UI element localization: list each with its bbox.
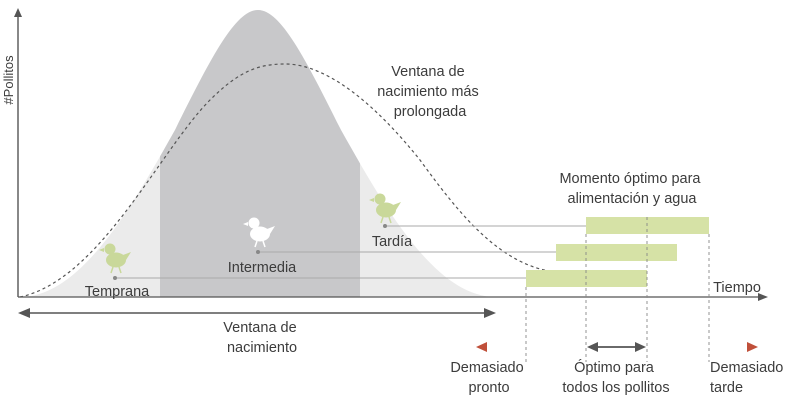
dot-intermediate — [256, 250, 260, 254]
dot-late — [383, 224, 387, 228]
label-intermediate: Intermedia — [228, 260, 297, 276]
label-too-early: Demasiado pronto — [450, 360, 527, 396]
label-long-window: Ventana de nacimiento más prolongada — [377, 64, 483, 120]
y-axis-arrow — [14, 8, 22, 17]
too-early-arrowhead — [476, 342, 487, 352]
label-hatch-window: Ventana de nacimiento — [223, 320, 300, 356]
feed-bar-late — [586, 217, 709, 234]
label-too-late: Demasiado tarde — [710, 360, 787, 396]
hatch-window-arrow-left — [18, 308, 30, 318]
feed-bar-early — [526, 270, 647, 287]
chick-icon-early — [99, 243, 131, 274]
label-late: Tardía — [372, 234, 413, 250]
too-late-arrowhead — [747, 342, 758, 352]
label-optimal-feed: Momento óptimo para alimentación y agua — [559, 171, 704, 207]
hatch-window-arrow-right — [484, 308, 496, 318]
optimal-arrowhead-left — [587, 342, 598, 352]
label-early: Temprana — [85, 284, 150, 300]
label-optimal-all: Óptimo para todos los pollitos — [562, 359, 669, 396]
long-window-curve — [19, 63, 556, 298]
y-axis-label: #Pollitos — [1, 55, 16, 105]
feed-bar-intermediate — [556, 244, 677, 261]
chick-icon-late — [369, 193, 401, 224]
label-x-axis: Tiempo — [713, 280, 761, 296]
optimal-arrowhead-right — [635, 342, 646, 352]
dot-early — [113, 276, 117, 280]
chick-icon-intermediate — [243, 217, 275, 248]
x-axis-arrow — [758, 293, 768, 301]
